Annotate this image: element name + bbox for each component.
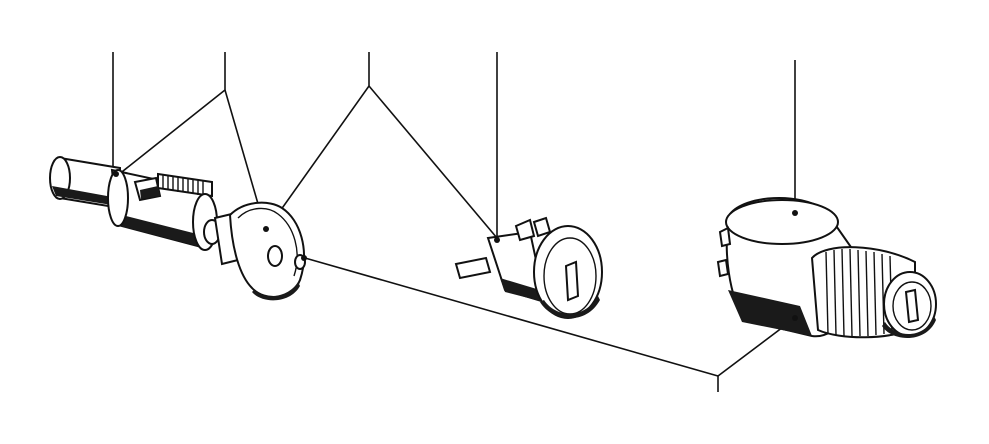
door-lock-cylinder <box>454 216 603 319</box>
leader-set-fork-right <box>368 85 498 239</box>
ignition-key <box>213 201 306 301</box>
trunk-lock-cylinder <box>716 197 937 339</box>
leader-key-fork-left <box>117 52 226 176</box>
leader-lines <box>112 52 796 392</box>
ignition-lock-cylinder <box>49 156 221 251</box>
leader-set-fork-left <box>267 52 370 229</box>
leader-dots <box>113 171 798 321</box>
